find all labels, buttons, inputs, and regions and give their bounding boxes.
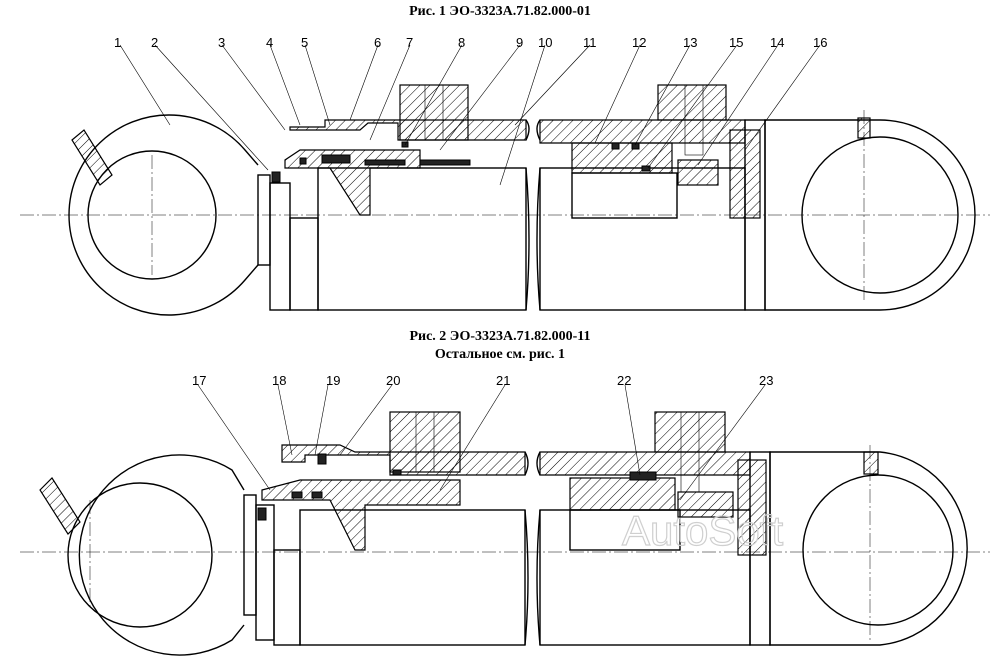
callout-17: 17 bbox=[192, 373, 206, 388]
callout-18: 18 bbox=[272, 373, 286, 388]
piston-rod bbox=[317, 167, 527, 311]
watermark: AutoSoft bbox=[622, 507, 783, 554]
callout-22: 22 bbox=[617, 373, 631, 388]
figure-2-callouts: 17 18 19 20 21 22 23 bbox=[192, 373, 773, 388]
callout-6: 6 bbox=[374, 35, 381, 50]
trunnion-block-2 bbox=[654, 411, 726, 453]
figure-2-drawing: 17 18 19 20 21 22 23 bbox=[20, 373, 990, 656]
right-grease-fitting-2 bbox=[863, 451, 879, 475]
callout-20: 20 bbox=[386, 373, 400, 388]
figure-1-callouts: 1 2 3 4 5 6 7 8 9 10 11 12 13 15 14 16 bbox=[114, 35, 827, 50]
callout-9: 9 bbox=[516, 35, 523, 50]
piston-2 bbox=[569, 477, 676, 511]
callout-14: 14 bbox=[770, 35, 784, 50]
callout-12: 12 bbox=[632, 35, 646, 50]
right-eye-outline-2 bbox=[769, 451, 968, 646]
callout-7: 7 bbox=[406, 35, 413, 50]
gland-lower bbox=[284, 149, 421, 216]
left-eye-bore-2 bbox=[67, 482, 213, 628]
callout-8: 8 bbox=[458, 35, 465, 50]
callout-19: 19 bbox=[326, 373, 340, 388]
piston-nut-2 bbox=[677, 491, 734, 518]
piston-nut bbox=[677, 159, 719, 186]
right-eye-bore-2 bbox=[802, 474, 954, 626]
callout-11: 11 bbox=[583, 35, 597, 50]
figure-1-caption: Рис. 1 ЭО-3323А.71.82.000-01 bbox=[409, 4, 591, 19]
left-grease-fitting bbox=[71, 129, 113, 186]
piston bbox=[571, 142, 673, 174]
figure-2-subcaption: Остальное см. рис. 1 bbox=[434, 347, 566, 362]
callout-16: 16 bbox=[813, 35, 827, 50]
callout-10: 10 bbox=[538, 35, 552, 50]
trunnion-block bbox=[657, 84, 727, 121]
gland-mount-block bbox=[399, 84, 469, 141]
callout-2: 2 bbox=[151, 35, 158, 50]
figure-2-caption: Рис. 2 ЭО-3323А.71.82.000-11 bbox=[409, 329, 591, 344]
callout-4: 4 bbox=[266, 35, 273, 50]
callout-15: 15 bbox=[729, 35, 743, 50]
left-eye-outline-2 bbox=[78, 454, 245, 656]
left-grease-fitting-2 bbox=[39, 477, 81, 535]
callout-23: 23 bbox=[759, 373, 773, 388]
callout-5: 5 bbox=[301, 35, 308, 50]
gland-mount-block-2 bbox=[389, 411, 461, 473]
gland-lower-2 bbox=[261, 479, 461, 551]
figure-1-drawing: 1 2 3 4 5 6 7 8 9 10 11 12 13 15 14 16 bbox=[20, 35, 990, 316]
right-eye-outline bbox=[764, 119, 976, 311]
callout-3: 3 bbox=[218, 35, 225, 50]
callout-13: 13 bbox=[683, 35, 697, 50]
end-cap-2 bbox=[737, 459, 767, 556]
callout-21: 21 bbox=[496, 373, 510, 388]
callout-1: 1 bbox=[114, 35, 121, 50]
piston-rod-2 bbox=[299, 509, 526, 646]
